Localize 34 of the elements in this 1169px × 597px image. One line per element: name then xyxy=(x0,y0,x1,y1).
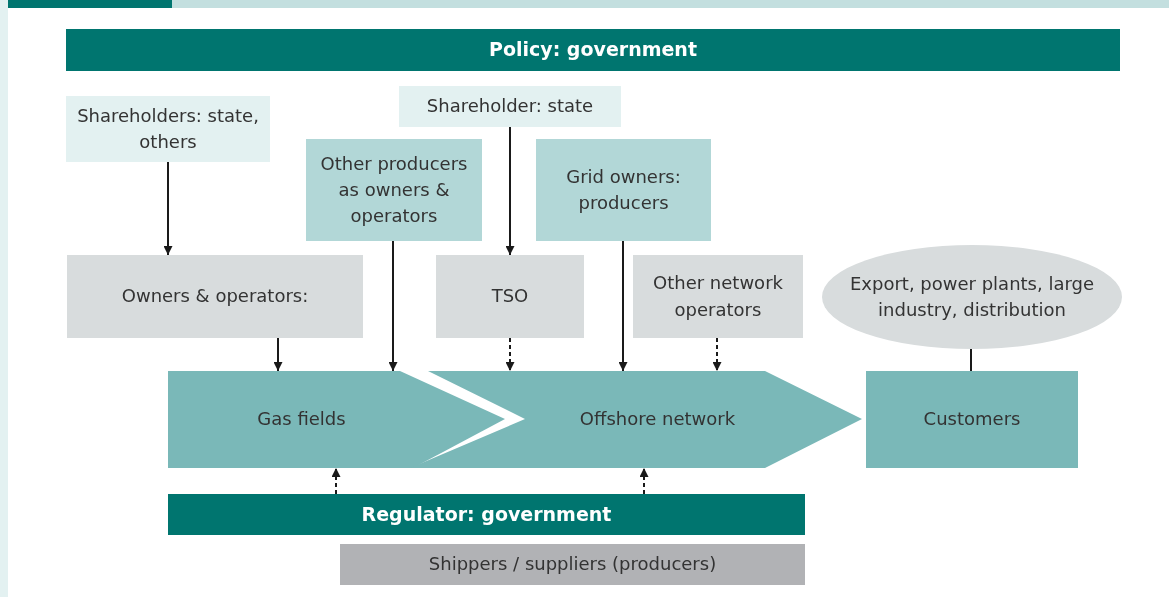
banner-bar xyxy=(66,29,1120,71)
process-box xyxy=(866,371,1078,468)
node-label: Shareholder: state xyxy=(426,94,594,119)
arrow xyxy=(505,126,515,256)
process-box xyxy=(306,139,482,241)
node-label: Gas fields xyxy=(257,407,346,432)
node-label: Policy: government xyxy=(489,37,697,63)
node-label: Export, power plants, large industry, distribution xyxy=(848,271,1096,322)
arrow xyxy=(388,240,398,372)
process-box xyxy=(633,255,803,338)
process-box xyxy=(399,86,621,127)
arrow xyxy=(273,337,283,372)
node-label: TSO xyxy=(491,284,529,309)
arrow xyxy=(618,240,628,372)
node-label: Offshore network xyxy=(579,407,736,432)
process-box xyxy=(67,255,363,338)
node-label: Regulator: government xyxy=(361,501,612,527)
process-box xyxy=(66,96,270,162)
arrow xyxy=(712,337,722,372)
process-box xyxy=(436,255,584,338)
node-label: Customers xyxy=(923,407,1021,432)
process-box xyxy=(340,544,805,585)
node-label: Owners & operators: xyxy=(121,284,309,309)
arrow xyxy=(639,467,649,495)
node-label: Shippers / suppliers (producers) xyxy=(428,552,717,577)
arrow xyxy=(331,467,341,495)
node-label: Shareholders: state, others xyxy=(76,103,260,154)
banner-bar xyxy=(168,494,805,535)
arrow xyxy=(505,337,515,372)
node-label: Other network operators xyxy=(652,271,784,322)
process-box xyxy=(536,139,711,241)
node-label: Other producers as owners & operators xyxy=(319,151,469,229)
arrow xyxy=(163,161,173,256)
node-label: Grid owners: producers xyxy=(565,164,682,215)
